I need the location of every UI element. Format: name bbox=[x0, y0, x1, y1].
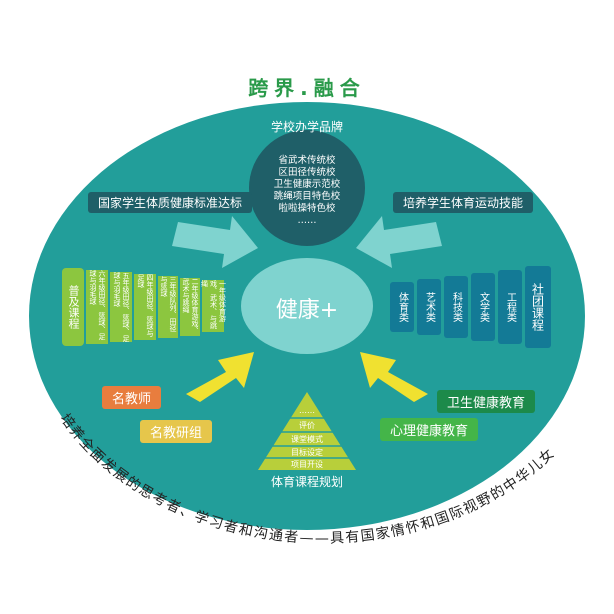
center-ellipse bbox=[241, 258, 373, 354]
center-label: 健康+ bbox=[275, 298, 339, 323]
pyramid-level: 评价 bbox=[299, 421, 315, 430]
arrow-top-right bbox=[356, 216, 442, 268]
page-title: 跨界.融合 bbox=[248, 76, 366, 100]
club-column: 艺术类 bbox=[417, 279, 441, 335]
course-column: 二年级体育游戏、武术与跳绳 bbox=[180, 278, 200, 336]
brand-item: 啦啦操特色校 bbox=[278, 203, 336, 214]
hygiene-education-label: 卫生健康教育 bbox=[437, 390, 536, 413]
brand-item: 区田径传统校 bbox=[278, 167, 336, 178]
brand-item: 卫生健康示范校 bbox=[273, 179, 341, 190]
club-column: 科技类 bbox=[444, 276, 468, 338]
club-column: 文学类 bbox=[471, 273, 495, 341]
arrow-bottom-right bbox=[360, 352, 428, 402]
general-courses-title: 普及课程 bbox=[62, 268, 84, 346]
brand-circle bbox=[249, 130, 365, 246]
pyramid-caption: 体育课程规划 bbox=[270, 475, 343, 489]
course-column: 三年级队列、田径与篮球 bbox=[158, 276, 178, 338]
club-courses-title: 社团课程 bbox=[525, 266, 551, 348]
teaching-group-label: 名教研组 bbox=[140, 420, 213, 443]
pyramid-level: 目标设定 bbox=[291, 447, 323, 457]
pyramid-level: 课堂模式 bbox=[291, 434, 323, 444]
brand-heading: 学校办学品牌 bbox=[270, 120, 343, 134]
pyramid-level: …… bbox=[299, 406, 315, 415]
pyramid-labels: …… 评价 课堂模式 目标设定 项目开设 bbox=[291, 406, 323, 469]
course-column: 六年级田径、篮球、足球与羽毛球 bbox=[86, 270, 108, 344]
course-column: 五年级田径、篮球、足球与羽毛球 bbox=[110, 272, 132, 342]
brand-item: 跳绳项目特色校 bbox=[273, 191, 341, 202]
brand-item: …… bbox=[297, 215, 317, 226]
arrow-top-left bbox=[172, 216, 258, 268]
course-column: 一年级体育游戏、武术、与跳绳 bbox=[201, 280, 227, 332]
brand-item: 省武术传统校 bbox=[278, 155, 336, 166]
club-column: 工程类 bbox=[498, 270, 522, 344]
pyramid bbox=[258, 392, 356, 470]
pyramid-level: 项目开设 bbox=[291, 459, 323, 469]
left-top-label: 国家学生体质健康标准达标 bbox=[88, 192, 253, 213]
club-column: 体育类 bbox=[390, 282, 414, 332]
teacher-label: 名教师 bbox=[102, 386, 162, 409]
right-top-label: 培养学生体育运动技能 bbox=[393, 192, 534, 213]
brand-list: 省武术传统校 区田径传统校 卫生健康示范校 跳绳项目特色校 啦啦操特色校 …… bbox=[257, 155, 357, 227]
arrow-bottom-left bbox=[186, 352, 254, 402]
mental-health-label: 心理健康教育 bbox=[380, 418, 479, 441]
course-column: 四年级田径、篮球与足球 bbox=[134, 274, 156, 340]
